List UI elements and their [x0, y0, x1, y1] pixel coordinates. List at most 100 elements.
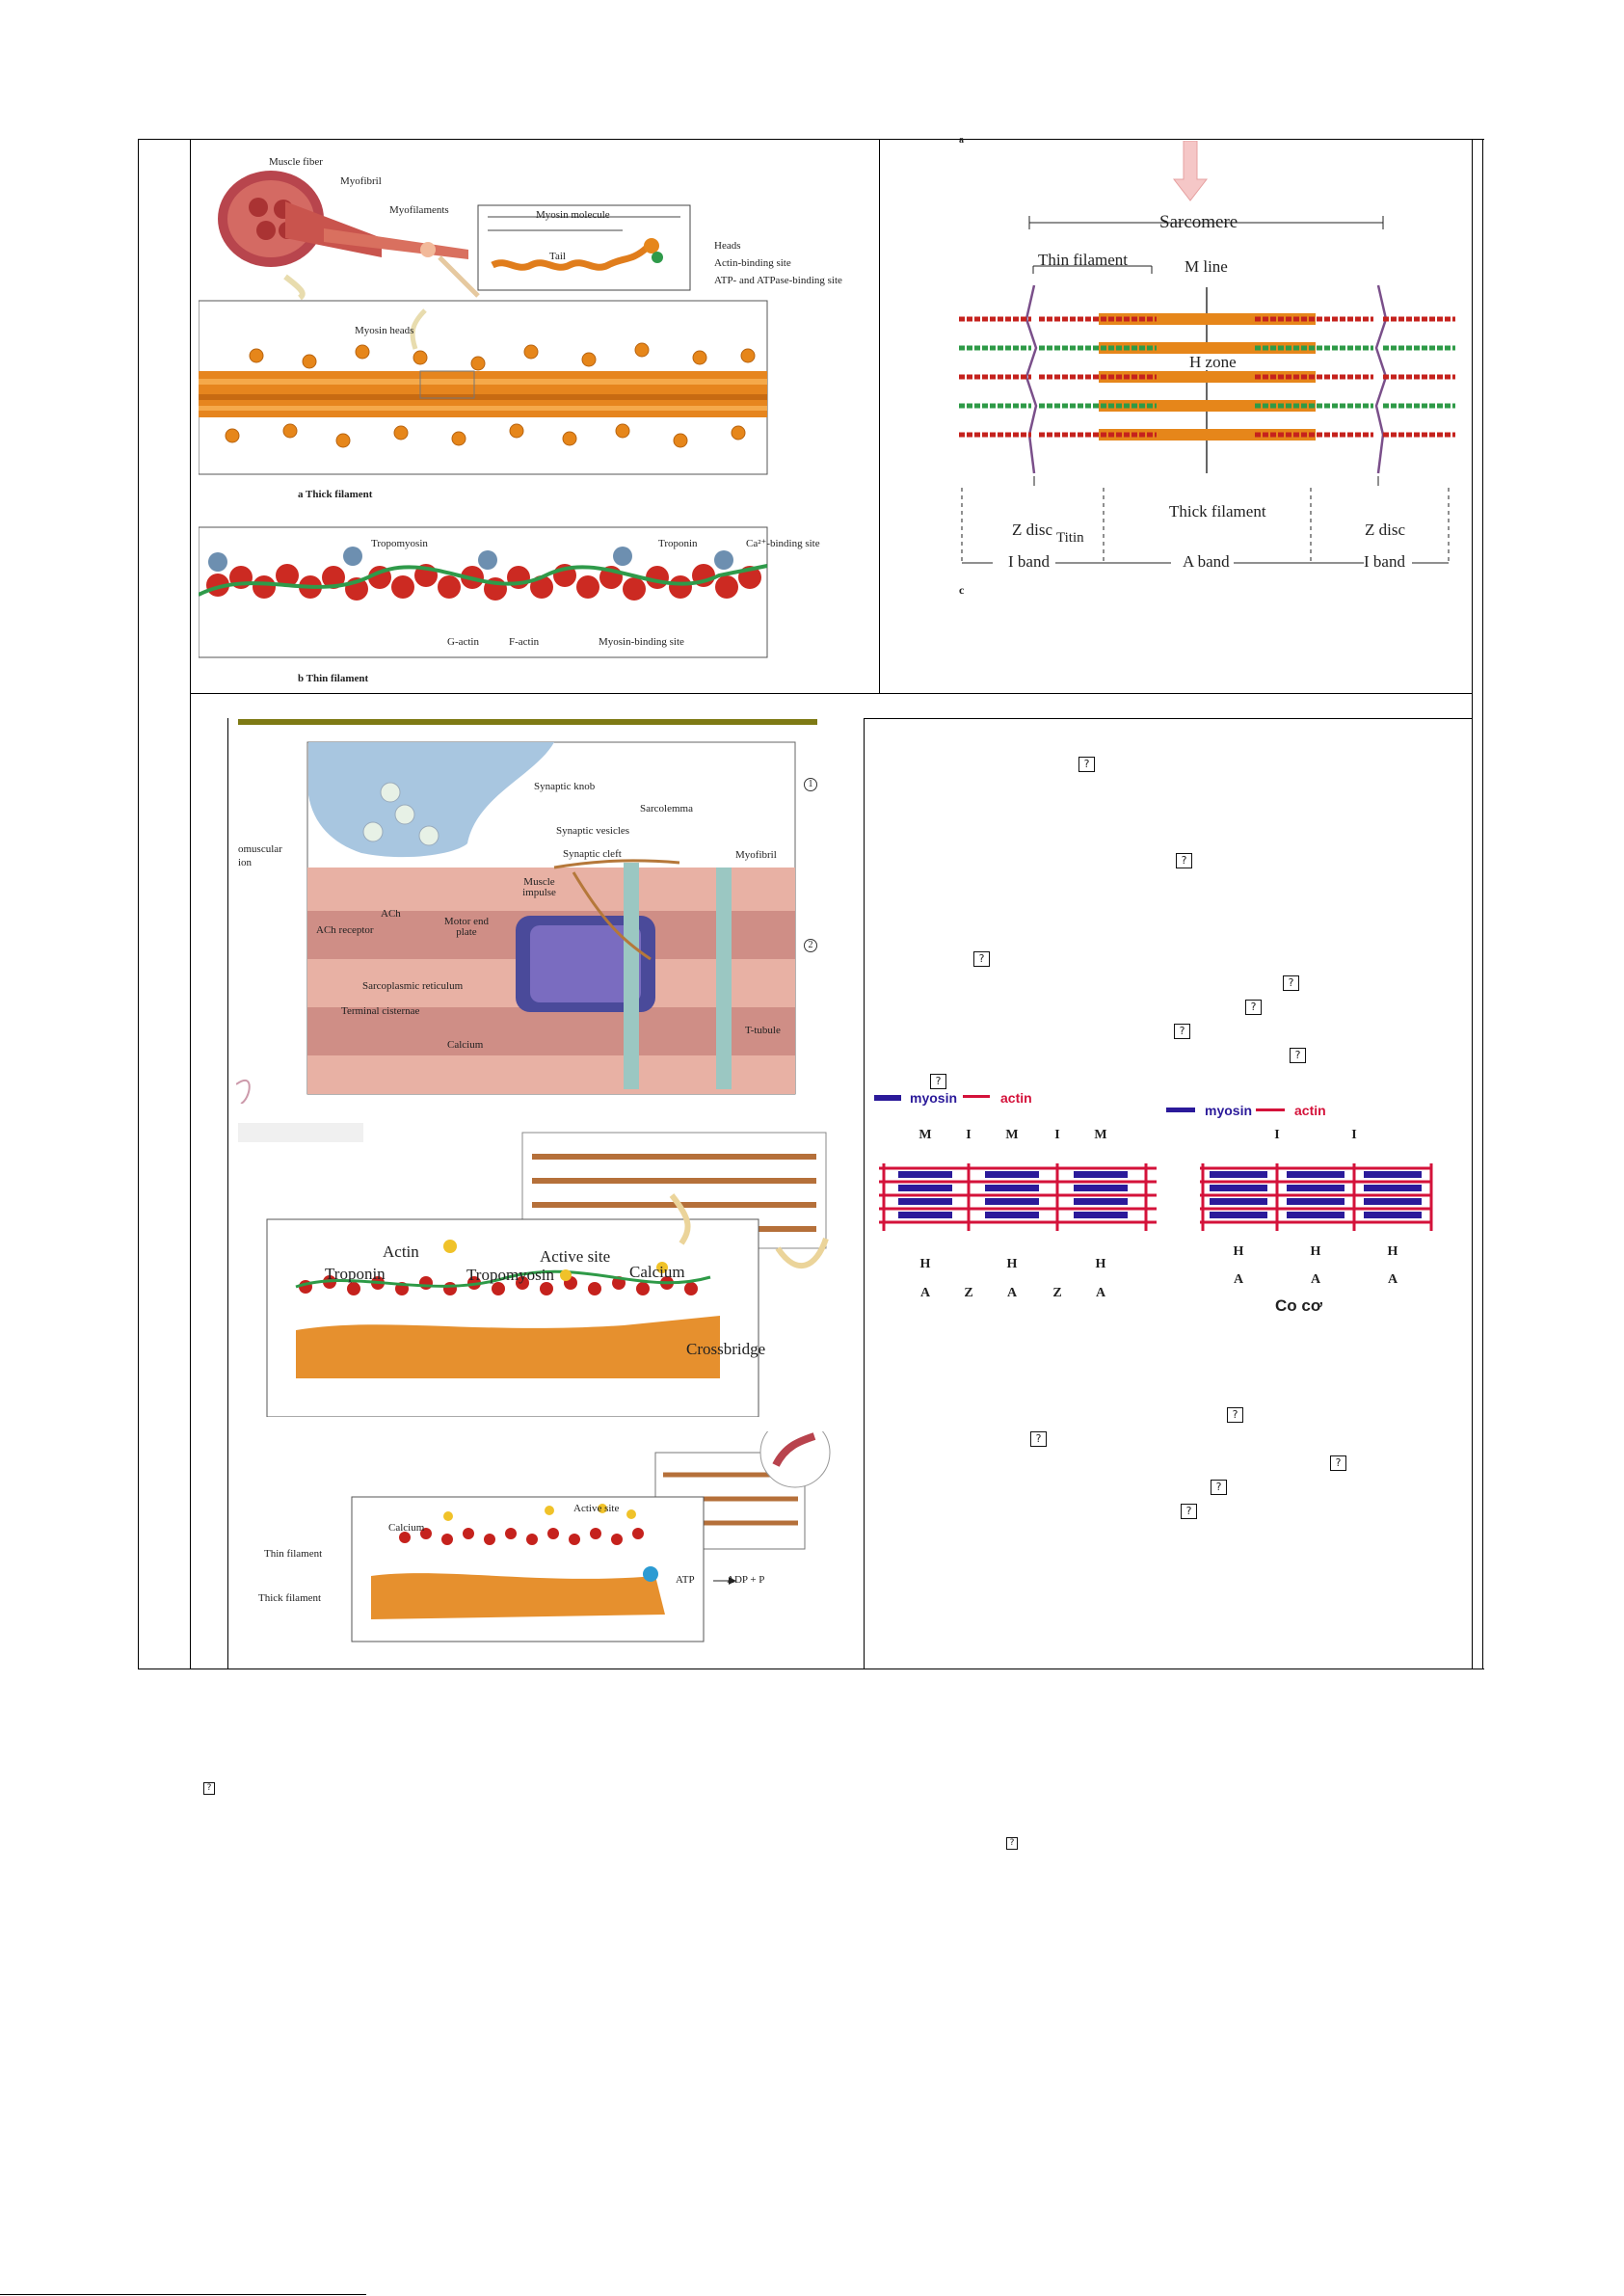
nmj-illustration [235, 741, 796, 1105]
label-synaptic-vesicles: Synaptic vesicles [556, 825, 630, 837]
label-i-band-right: I band [1364, 552, 1405, 571]
olive-rule [238, 719, 817, 725]
myosin-bar [1210, 1185, 1267, 1191]
caption-contracted: Co cơ [1275, 1296, 1322, 1315]
label-myosin-molecule: Myosin molecule [536, 209, 610, 221]
missing-glyph: ? [973, 951, 990, 967]
label-g-actin: G-actin [447, 636, 479, 648]
band-label: I [966, 1128, 971, 1142]
myosin-bar [1074, 1171, 1128, 1178]
h-zone-label: H [1096, 1257, 1106, 1271]
band-label: M [918, 1128, 931, 1142]
nmj-figure [235, 737, 814, 1105]
sarcomere-figure [954, 140, 1460, 594]
myosin-bar [898, 1171, 952, 1178]
missing-glyph: ? [1078, 757, 1095, 772]
label-sarcolemma: Sarcolemma [640, 803, 693, 814]
label-muscle-impulse: Muscle impulse [522, 876, 556, 898]
myosin-bar [1074, 1212, 1128, 1218]
myosin-bar [1210, 1198, 1267, 1205]
label-sarcoplasmic-reticulum: Sarcoplasmic reticulum [362, 980, 464, 992]
thick-filament-figure [198, 142, 878, 691]
table-inner-left [190, 139, 191, 1669]
label-tail: Tail [549, 251, 566, 262]
label-myosin-heads: Myosin heads [355, 325, 414, 336]
myosin-bar [898, 1212, 952, 1218]
label-thin-filament-atp: Thin filament [264, 1548, 323, 1560]
legend-myosin-label: myosin [910, 1090, 958, 1106]
table-col-divider-bottom [864, 718, 865, 1669]
label-thick-filament-atp: Thick filament [258, 1592, 322, 1604]
step-2-marker: 2 [804, 939, 817, 952]
myosin-bar [898, 1185, 952, 1191]
table-inner-right [1472, 139, 1473, 1669]
label-adp: ADP + P [727, 1574, 765, 1586]
inner-box-top [864, 718, 1472, 719]
missing-glyph: ? [1227, 1407, 1243, 1423]
label-troponin-cb: Troponin [325, 1265, 386, 1283]
sarcomere-illustration [959, 140, 1455, 565]
missing-glyph: ? [930, 1074, 946, 1089]
thick-filament-row [1099, 429, 1316, 441]
label-active-site-atp: Active site [573, 1503, 620, 1514]
label-thick-filament-c: Thick filament [1169, 502, 1266, 521]
missing-glyph: ? [1290, 1048, 1306, 1063]
missing-glyph: ? [203, 1782, 215, 1795]
label-actin-cb: Actin [383, 1242, 419, 1261]
legend-myosin-swatch [874, 1095, 901, 1101]
missing-glyph: ? [1174, 1024, 1190, 1039]
myosin-bar [1287, 1171, 1344, 1178]
table-row-divider [190, 693, 1473, 694]
label-terminal-cisternae: Terminal cisternae [341, 1005, 420, 1017]
legend-myosin-label: myosin [1205, 1103, 1253, 1118]
label-z-disc-left: Z disc [1012, 521, 1053, 539]
legend-actin-swatch [963, 1095, 990, 1098]
label-myosin-binding-site: Myosin-binding site [599, 636, 684, 648]
band-label: M [1094, 1128, 1106, 1142]
myosin-bar [1287, 1198, 1344, 1205]
missing-glyph: ? [1211, 1480, 1227, 1495]
myosin-bar [985, 1198, 1039, 1205]
table-col-divider-top [879, 139, 880, 694]
figure-c-bottom-letter: c [959, 583, 965, 597]
band-label: A [1388, 1272, 1398, 1287]
h-zone-label: H [1311, 1244, 1321, 1259]
band-label: M [1005, 1128, 1018, 1142]
band-label: A [920, 1286, 931, 1300]
band-label: A [1096, 1286, 1106, 1300]
band-label: I [1274, 1128, 1279, 1142]
label-troponin: Troponin [658, 538, 698, 549]
label-actin-binding-site: Actin-binding site [714, 257, 791, 269]
label-m-line: M line [1185, 257, 1228, 276]
caption-thick-filament: a Thick filament [298, 489, 373, 500]
label-crossbridge: Crossbridge [686, 1340, 766, 1358]
table-border-right [1482, 139, 1483, 1669]
missing-glyph: ? [1006, 1837, 1018, 1850]
missing-glyph: ? [1245, 1000, 1262, 1015]
thick-filament-row [1099, 313, 1316, 325]
myosin-bar [985, 1171, 1039, 1178]
legend-actin-label: actin [1000, 1090, 1032, 1106]
table-border-top [138, 139, 1484, 140]
band-label: Z [1052, 1286, 1061, 1300]
band-label: A [1311, 1272, 1321, 1287]
h-zone-label: H [1234, 1244, 1244, 1259]
thick-filament-row [1099, 342, 1316, 354]
label-calcium-nmj: Calcium [447, 1039, 484, 1051]
label-atp: ATP [676, 1574, 695, 1586]
missing-glyph: ? [1181, 1504, 1197, 1519]
muscle-bundle-icon [218, 171, 480, 298]
band-label: A [1234, 1272, 1244, 1287]
step-1-marker: 1 [804, 778, 817, 791]
label-sarcomere: Sarcomere [1159, 212, 1238, 232]
myosin-bar [1074, 1198, 1128, 1205]
band-label: Z [964, 1286, 972, 1300]
crossbridge-figure [238, 1123, 831, 1418]
label-motor-end-plate: Motor end plate [443, 916, 490, 938]
label-junction: ion [238, 857, 253, 868]
myosin-bar [985, 1212, 1039, 1218]
label-a-band: A band [1183, 552, 1230, 571]
myosin-bar [1210, 1171, 1267, 1178]
crossbridge-illustration [238, 1123, 829, 1418]
label-atp-binding-site: ATP- and ATPase-binding site [714, 275, 842, 286]
